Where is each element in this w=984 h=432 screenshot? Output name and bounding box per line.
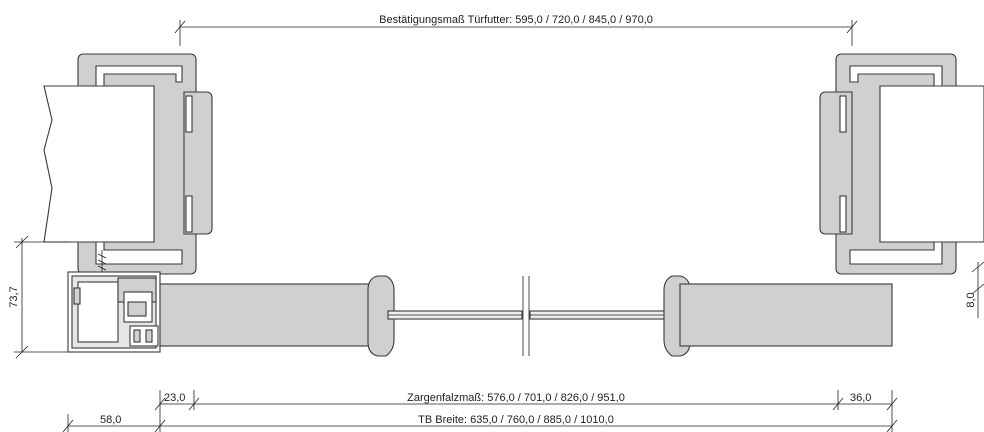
left-vertical-dimension: 73,7 bbox=[8, 235, 68, 359]
right-offset-36-label: 36,0 bbox=[850, 392, 871, 404]
bestaetigungsmass-label: Bestätigungsmaß Türfutter: 595,0 / 720,0… bbox=[379, 14, 653, 26]
right-frame bbox=[819, 53, 984, 275]
tb-breite-label: TB Breite: 635,0 / 760,0 / 885,0 / 1010,… bbox=[418, 414, 614, 426]
door-leaf bbox=[159, 275, 893, 357]
height-80-label: 8,0 bbox=[965, 292, 977, 307]
bottom-dimensions: 23,0 Zargenfalzmaß: 576,0 / 701,0 / 826,… bbox=[62, 390, 898, 432]
left-aluminium-profile bbox=[67, 271, 161, 353]
top-dimension-line: Bestätigungsmaß Türfutter: 595,0 / 720,0… bbox=[174, 14, 858, 46]
left-offset-58-label: 58,0 bbox=[100, 414, 121, 426]
left-frame bbox=[43, 53, 213, 283]
left-offset-23-label: 23,0 bbox=[164, 392, 185, 404]
zargenfalzmass-label: Zargenfalzmaß: 576,0 / 701,0 / 826,0 / 9… bbox=[407, 392, 625, 404]
right-vertical-dimension: 8,0 bbox=[965, 261, 984, 318]
height-737-label: 73,7 bbox=[8, 286, 20, 307]
